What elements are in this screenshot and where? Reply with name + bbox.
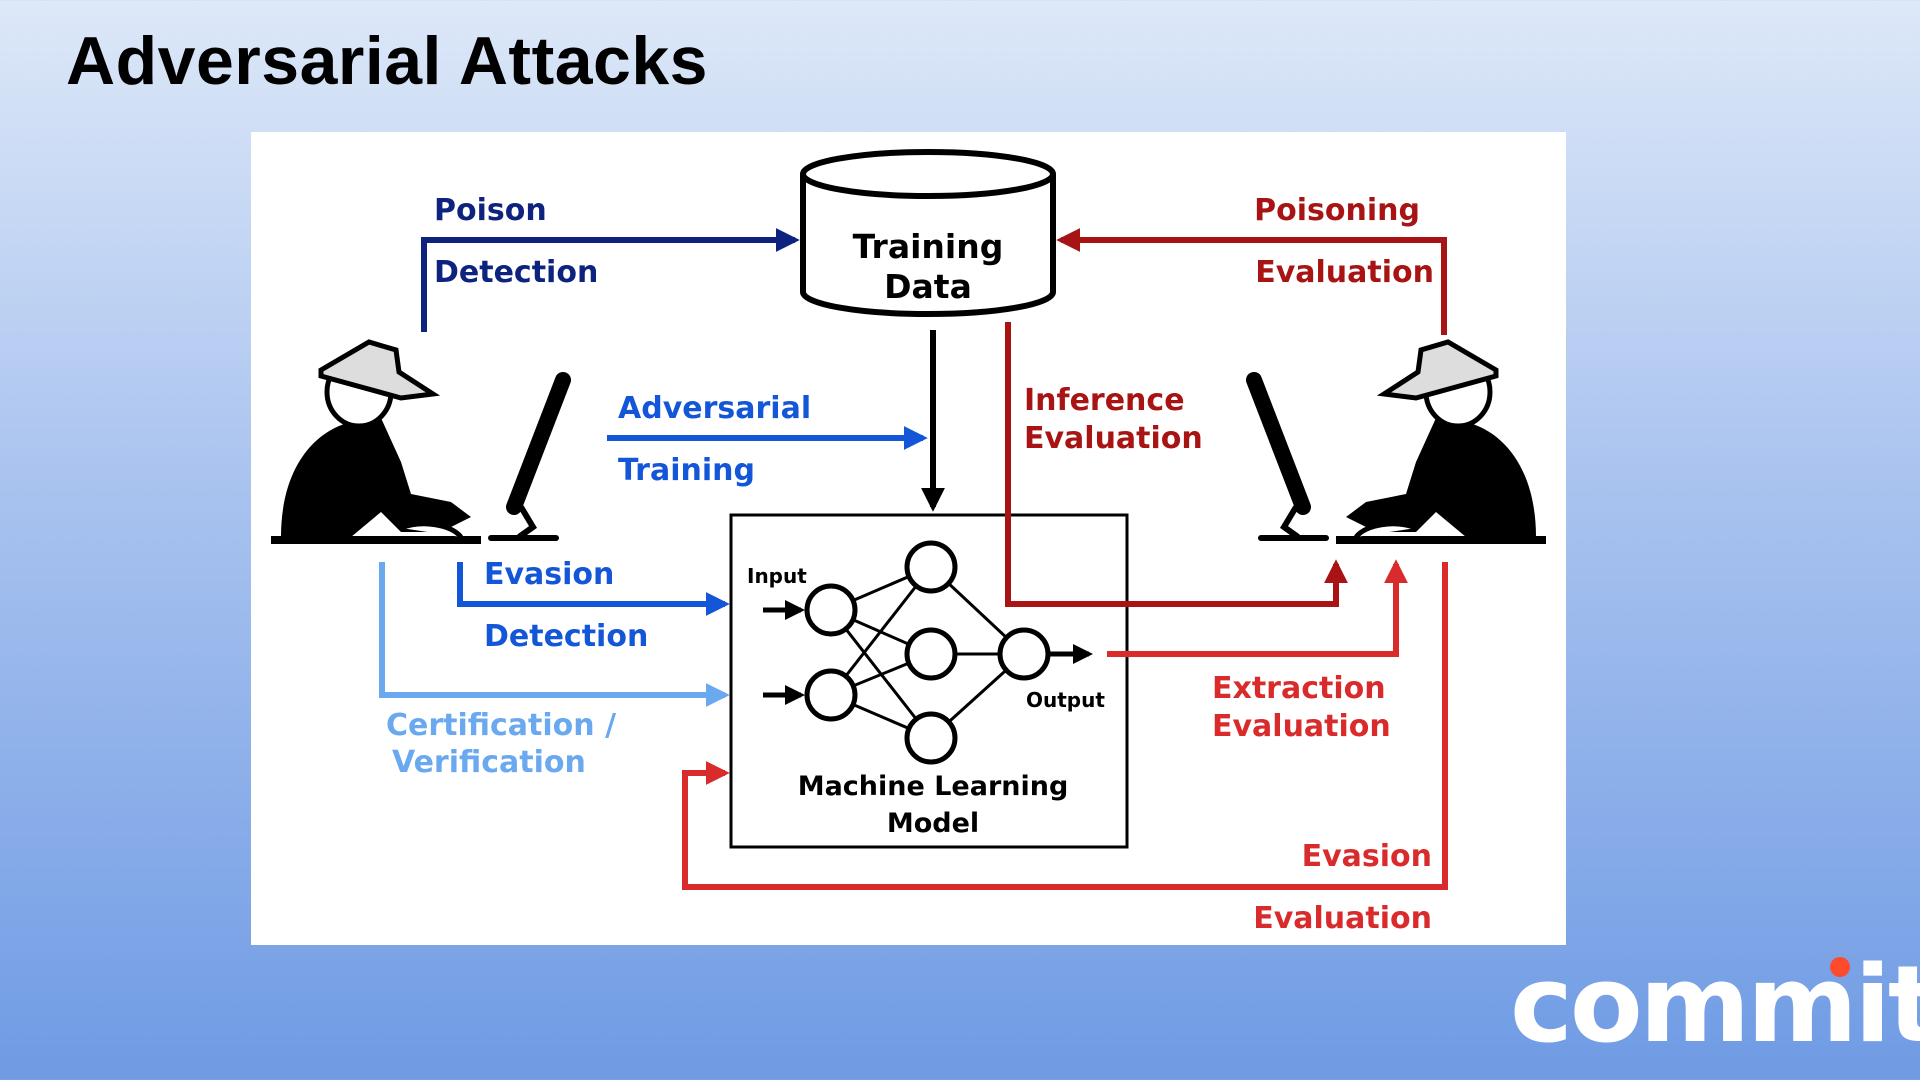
extraction-evaluation-arrow xyxy=(1107,559,1408,657)
evasion-detection-label-2: Detection xyxy=(484,619,648,654)
poison-detection-label-1: Poison xyxy=(434,193,547,228)
input-label: Input xyxy=(747,564,807,588)
attacker-hacker-figure xyxy=(1336,339,1546,544)
evasion-evaluation-arrow xyxy=(682,562,1448,890)
training-data-label-1: Training xyxy=(853,227,1004,266)
certification-label-2: Verification xyxy=(392,745,586,780)
slide-title: Adversarial Attacks xyxy=(66,23,708,99)
output-label: Output xyxy=(1026,688,1105,712)
poison-detection-arrow xyxy=(421,228,800,332)
certification-label-1: Certification / xyxy=(386,708,616,743)
adversarial-training-label-1: Adversarial xyxy=(618,391,811,426)
model-label-2: Model xyxy=(887,808,979,839)
certification-arrow xyxy=(379,562,730,707)
extraction-evaluation-label-1: Extraction xyxy=(1212,671,1386,706)
logo-dot-icon xyxy=(1830,957,1850,977)
attacker-monitor-icon xyxy=(1246,372,1329,541)
training-data-label-2: Data xyxy=(884,267,972,306)
defender-hacker-figure xyxy=(271,339,481,544)
model-label-1: Machine Learning xyxy=(798,771,1069,802)
evasion-evaluation-label-1: Evasion xyxy=(1302,839,1432,874)
poisoning-evaluation-arrow xyxy=(1056,228,1447,335)
evasion-evaluation-label-2: Evaluation xyxy=(1253,901,1432,936)
evasion-detection-label-1: Evasion xyxy=(484,557,614,592)
poisoning-evaluation-label-2: Evaluation xyxy=(1255,255,1434,290)
training-data-cylinder: Training Data xyxy=(800,149,1056,317)
adversarial-attacks-diagram: Training Data Input Output Ma xyxy=(251,132,1566,945)
poison-detection-label-2: Detection xyxy=(434,255,598,290)
evasion-detection-arrow xyxy=(457,562,730,616)
ml-model-box: Input Output Machine Learning Model xyxy=(729,513,1129,849)
commit-logo: commit xyxy=(1510,945,1920,1065)
inference-evaluation-arrow xyxy=(1005,322,1348,607)
extraction-evaluation-label-2: Evaluation xyxy=(1212,709,1391,744)
commit-logo-text: commit xyxy=(1510,943,1920,1066)
inference-evaluation-label-2: Evaluation xyxy=(1024,421,1203,456)
inference-evaluation-label-1: Inference xyxy=(1024,383,1185,418)
defender-monitor-icon xyxy=(488,372,571,541)
poisoning-evaluation-label-1: Poisoning xyxy=(1254,193,1420,228)
adversarial-training-label-2: Training xyxy=(618,453,755,488)
